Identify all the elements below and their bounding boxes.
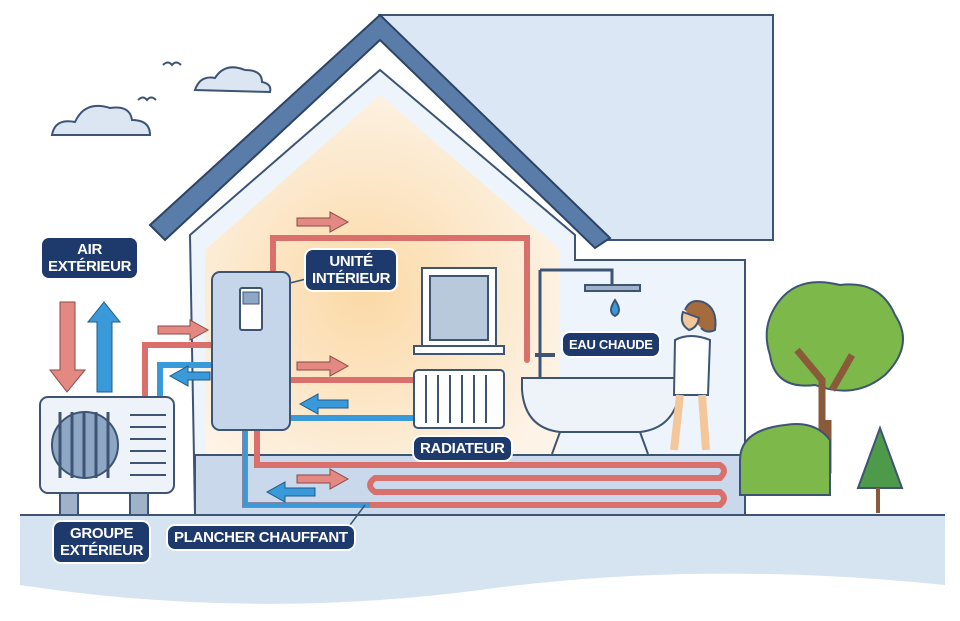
cold-arrows <box>86 301 349 503</box>
indoor-unit <box>211 271 291 431</box>
label-line: GROUPE <box>69 525 134 542</box>
label-line: EXTÉRIEUR <box>48 258 132 275</box>
label-groupe-exterieur: GROUPE EXTÉRIEUR <box>54 522 150 562</box>
label-line: INTÉRIEUR <box>312 270 391 287</box>
tree <box>739 281 904 513</box>
window <box>413 267 505 355</box>
label-plancher-chauffant: PLANCHER CHAUFFANT <box>168 526 354 549</box>
outdoor-unit <box>39 396 175 516</box>
label-line: UNITÉ <box>329 253 373 270</box>
hot-arrows <box>48 211 350 490</box>
roof <box>148 13 612 250</box>
cloud-icon <box>50 66 272 136</box>
ground <box>20 515 945 604</box>
person <box>670 300 717 451</box>
label-line: EXTÉRIEUR <box>60 542 144 559</box>
label-unite-interieur: UNITÉ INTÉRIEUR <box>306 250 397 290</box>
label-air-exterieur: AIR EXTÉRIEUR <box>42 238 138 278</box>
label-radiateur: RADIATEUR <box>414 437 511 460</box>
birds-icon <box>137 61 182 102</box>
radiator <box>413 369 505 429</box>
label-eau-chaude: EAU CHAUDE <box>563 333 659 356</box>
label-line: AIR <box>77 241 103 258</box>
